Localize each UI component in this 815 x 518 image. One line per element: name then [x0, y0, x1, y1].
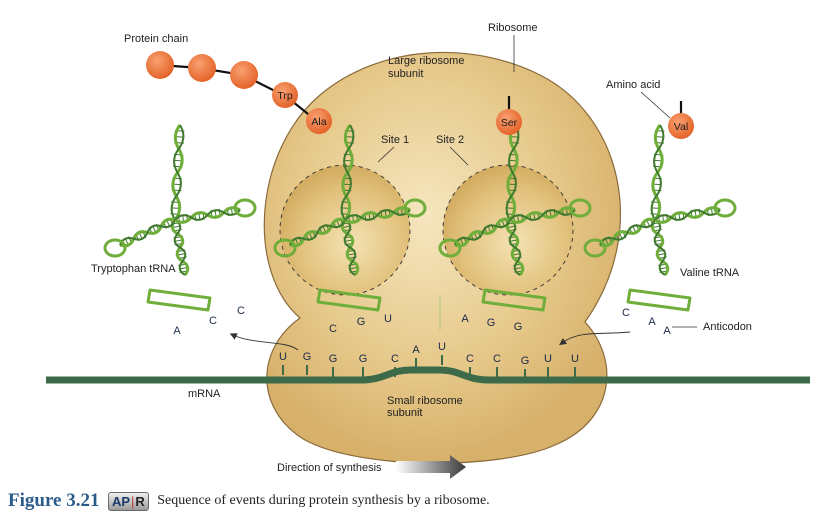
helix-strand: [599, 219, 656, 246]
helix-strand: [505, 124, 520, 221]
large-subunit-label-2: subunit: [388, 68, 423, 80]
mrna-base: G: [521, 355, 530, 367]
trna-loop: [438, 238, 462, 258]
anticodon-base: C: [622, 307, 630, 319]
helix-strand: [653, 219, 667, 276]
amino-acid-3: [230, 61, 258, 89]
apr-badge-left: AP: [111, 493, 130, 509]
direction-arrow-icon: [396, 455, 466, 479]
helix-strand: [174, 209, 241, 221]
trna-loop: [233, 198, 257, 218]
mrna-base: U: [544, 353, 552, 365]
helix-strand: [508, 219, 522, 276]
mrna-base: U: [438, 341, 446, 353]
trna-loop: [713, 198, 737, 218]
anticodon-loop: [146, 288, 212, 312]
site2-label: Site 2: [436, 134, 464, 146]
mrna-base: U: [571, 353, 579, 365]
valine-trna-label: Valine tRNA: [680, 267, 740, 279]
exit-arrow: [229, 333, 299, 351]
figure-number: Figure 3.21: [8, 490, 100, 511]
amino-acid-ala: [306, 108, 332, 134]
mrna-base: A: [412, 344, 420, 356]
tryptophan-trna: [103, 124, 257, 312]
anticodon-loop: [626, 288, 692, 312]
anticodon-loop: [481, 288, 547, 312]
trna-loop: [583, 238, 607, 258]
anticodon-label: Anticodon: [703, 321, 752, 333]
anticodon-base: G: [357, 316, 366, 328]
helix-strand: [170, 124, 185, 221]
anticodon-base: A: [648, 316, 656, 328]
amino-acid-2: [188, 54, 216, 82]
amino-acid-trp: [272, 82, 298, 108]
valine-trna: [583, 124, 737, 312]
small-subunit-label-2: subunit: [387, 407, 422, 419]
mrna-label: mRNA: [188, 388, 221, 400]
figure-caption: Figure 3.21 AP|R Sequence of events duri…: [8, 490, 490, 512]
helix-strand: [289, 219, 346, 246]
mrna-strand: [46, 366, 810, 384]
protein-chain-label: Protein chain: [124, 33, 188, 45]
helix-strand: [344, 209, 411, 221]
tryptophan-trna-label: Tryptophan tRNA: [91, 263, 176, 275]
mrna-base: C: [466, 353, 474, 365]
amino-acid-1: [146, 51, 174, 79]
mrna-base: G: [303, 351, 312, 363]
trna-loop: [568, 198, 592, 218]
trna-loop: [403, 198, 427, 218]
helix-strand: [454, 219, 511, 246]
anticodon-loop: [316, 288, 382, 312]
ribosome-label: Ribosome: [488, 22, 538, 34]
amino-acid-ser-label: Ser: [501, 117, 518, 129]
large-subunit-label-1: Large ribosome: [388, 55, 464, 67]
amino-acid-leader: [640, 91, 671, 119]
helix-strand: [343, 219, 357, 276]
anticodon-base: C: [237, 305, 245, 317]
mrna-base: C: [493, 353, 501, 365]
anticodon-base: G: [514, 321, 523, 333]
helix-strand: [650, 124, 665, 221]
anticodon-base: A: [663, 325, 671, 337]
amino-acid-ala-label: Ala: [311, 116, 326, 128]
amino-acid-trp-label: Trp: [277, 90, 293, 102]
anticodon-base: A: [461, 313, 469, 325]
anticodon-base: C: [329, 323, 337, 335]
helix-strand: [509, 209, 576, 221]
caption-text: Sequence of events during protein synthe…: [157, 493, 490, 508]
site1-leader: [377, 146, 395, 163]
large-ribosome-subunit: [263, 51, 621, 464]
anticodon-base: U: [384, 313, 392, 325]
amino-acid-val: [668, 113, 694, 139]
helix-strand: [119, 219, 176, 246]
mrna-base: C: [391, 353, 399, 365]
apr-badge-icon[interactable]: AP|R: [107, 491, 149, 511]
site1-trna: [273, 124, 427, 312]
amino-acid-label: Amino acid: [606, 79, 660, 91]
amino-acid-val-label: Val: [674, 121, 688, 133]
entry-arrow: [559, 331, 631, 346]
mrna-base: G: [329, 353, 338, 365]
site1-label: Site 1: [381, 134, 409, 146]
mrna-base: U: [279, 351, 287, 363]
trna-loop: [103, 238, 127, 258]
protein-chain: Trp Ala: [146, 51, 332, 134]
amino-acid-ser: [496, 109, 522, 135]
apr-badge-right: R: [135, 493, 145, 509]
trna-loop: [273, 238, 297, 258]
direction-label: Direction of synthesis: [277, 462, 382, 474]
site2-leader: [449, 146, 469, 166]
anticodon-base: G: [487, 317, 496, 329]
mrna-base: G: [359, 353, 368, 365]
helix-strand: [173, 219, 187, 276]
helix-strand: [340, 124, 355, 221]
anticodon-base: A: [173, 325, 181, 337]
small-subunit-label-1: Small ribosome: [387, 395, 463, 407]
anticodon-base: C: [209, 315, 217, 327]
helix-strand: [654, 209, 721, 221]
